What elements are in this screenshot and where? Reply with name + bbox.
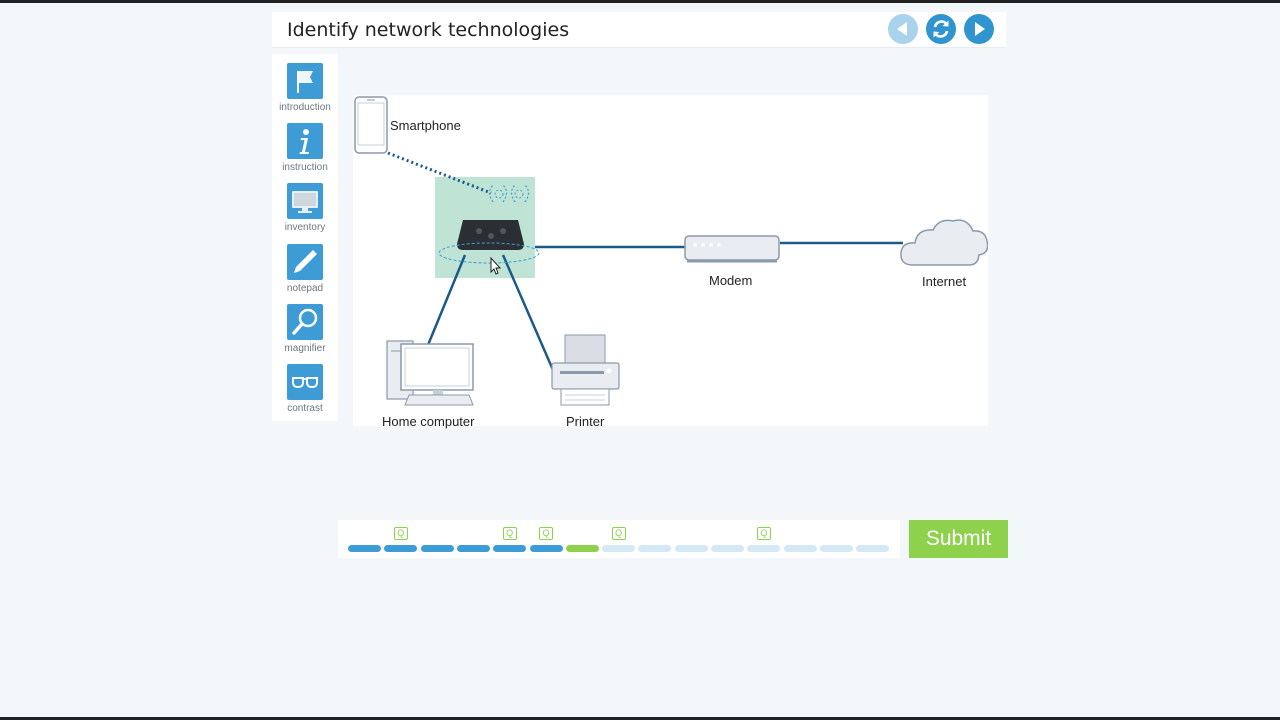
progress-segment[interactable]: [456, 545, 490, 552]
progress-segment[interactable]: [638, 545, 672, 552]
info-icon: [287, 123, 323, 159]
tool-contrast[interactable]: contrast: [272, 364, 338, 422]
progress-segment[interactable]: [565, 545, 599, 552]
modem-label: Modem: [709, 273, 753, 288]
router-computer-cable: [426, 254, 467, 346]
glasses-icon: [287, 364, 323, 400]
router-device[interactable]: [438, 184, 540, 264]
top-border: [0, 0, 1280, 3]
progress-segment[interactable]: [493, 545, 527, 552]
home-computer-label: Home computer: [382, 414, 475, 429]
back-arrow-icon: [897, 22, 907, 36]
diagram-graphics: [354, 96, 988, 406]
network-diagram: Smartphone Modem Internet Home computer …: [353, 95, 988, 429]
modem-device[interactable]: [684, 235, 780, 263]
progress-segment[interactable]: [747, 545, 781, 552]
wireless-link: [387, 151, 492, 195]
progress-segment[interactable]: [348, 545, 381, 552]
internet-cloud[interactable]: [900, 219, 988, 266]
bottom-border: [0, 717, 1280, 720]
reload-icon: [933, 20, 949, 38]
progress-segment[interactable]: [819, 545, 853, 552]
question-marker-icon: Q: [393, 527, 408, 540]
tool-introduction[interactable]: introduction: [272, 63, 338, 121]
smartphone-device[interactable]: [354, 96, 388, 154]
pencil-icon: [287, 244, 323, 280]
tool-label: notepad: [286, 283, 324, 294]
progress-segment[interactable]: [602, 545, 636, 552]
tool-label: contrast: [287, 403, 323, 414]
tools-sidebar: introduction instruction inventory: [272, 54, 338, 421]
question-marker-icon: Q: [756, 527, 771, 540]
smartphone-label: Smartphone: [390, 118, 461, 133]
flag-icon: [287, 63, 323, 99]
progress-segment[interactable]: [420, 545, 454, 552]
progress-segment[interactable]: [783, 545, 817, 552]
tool-label: magnifier: [284, 343, 326, 354]
printer-device[interactable]: [551, 334, 620, 406]
next-button[interactable]: [964, 14, 994, 44]
back-button[interactable]: [888, 14, 918, 44]
page-title: Identify network technologies: [287, 19, 570, 41]
progress-segment[interactable]: [674, 545, 708, 552]
tool-inventory[interactable]: inventory: [272, 183, 338, 241]
tool-magnifier[interactable]: magnifier: [272, 304, 338, 362]
progress-segment[interactable]: [529, 545, 563, 552]
tool-label: instruction: [282, 162, 328, 173]
progress-segment[interactable]: [384, 545, 418, 552]
internet-label: Internet: [922, 274, 967, 289]
pointer-cursor-icon: [490, 256, 502, 275]
question-marker-icon: Q: [502, 527, 517, 540]
tool-instruction[interactable]: instruction: [272, 123, 338, 181]
router-printer-cable: [501, 254, 555, 371]
question-marker-icon: Q: [611, 527, 626, 540]
monitor-icon: [287, 183, 323, 219]
tool-notepad[interactable]: notepad: [272, 244, 338, 302]
activity-header: Identify network technologies: [272, 12, 1006, 48]
tool-label: inventory: [284, 222, 326, 233]
tool-label: introduction: [279, 102, 331, 113]
home-computer-device[interactable]: [386, 340, 474, 406]
reload-button[interactable]: [926, 14, 956, 44]
progress-segment[interactable]: [856, 545, 890, 552]
submit-button[interactable]: Submit: [909, 520, 1008, 558]
question-marker-icon: Q: [539, 527, 553, 540]
magnifier-icon: [287, 304, 323, 340]
next-arrow-icon: [975, 22, 985, 36]
printer-label: Printer: [566, 414, 605, 429]
progress-segment[interactable]: [711, 545, 744, 552]
